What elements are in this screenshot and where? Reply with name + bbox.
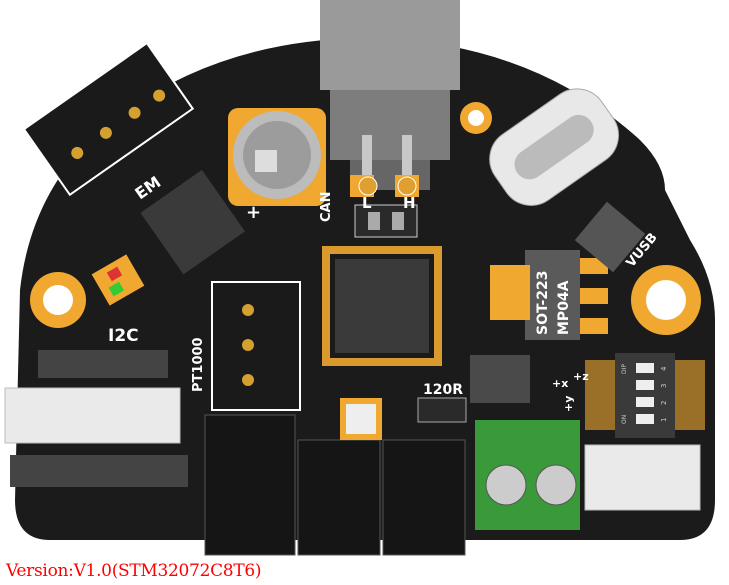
regulator-text-2: MP04A bbox=[556, 280, 572, 335]
regulator: SOT-223 MP04A bbox=[490, 250, 608, 340]
dip-num-1: 1 bbox=[660, 418, 668, 422]
electrolytic-capacitor bbox=[228, 108, 326, 206]
ic-qfn bbox=[140, 169, 245, 275]
label-can-l: L bbox=[362, 194, 372, 212]
pt1000-connector bbox=[211, 281, 301, 411]
label-axis-x: +x bbox=[552, 377, 568, 390]
jst-connector-left bbox=[4, 387, 181, 444]
mounting-hole-left bbox=[30, 272, 86, 328]
label-dip: DIP bbox=[621, 364, 628, 374]
label-can: CAN bbox=[319, 192, 334, 222]
mcu-stm32 bbox=[322, 246, 442, 366]
label-axis-y: +y bbox=[562, 396, 575, 412]
regulator-text-1: SOT-223 bbox=[535, 270, 551, 335]
ic-soic bbox=[470, 355, 530, 403]
label-cap-plus: + bbox=[246, 202, 261, 223]
dip-num-4: 4 bbox=[660, 366, 668, 371]
dip-num-2: 2 bbox=[660, 401, 668, 405]
dip-switch bbox=[585, 353, 705, 438]
label-i2c: I2C bbox=[108, 326, 139, 346]
label-can-h: H bbox=[403, 194, 416, 212]
status-leds bbox=[91, 254, 145, 306]
version-caption: Version:V1.0(STM32072C8T6) bbox=[6, 561, 262, 581]
mounting-hole-top-right bbox=[460, 102, 492, 134]
mounting-hole-right bbox=[631, 265, 701, 335]
usb-c-port bbox=[489, 88, 620, 206]
fan-connector-3 bbox=[382, 439, 466, 556]
pin-header-bottom bbox=[10, 455, 188, 487]
dip-num-3: 3 bbox=[660, 384, 668, 388]
fan-connector-1 bbox=[204, 414, 296, 556]
endstop-connector bbox=[22, 41, 195, 197]
jst-connector-right bbox=[584, 444, 701, 511]
label-pt1000: PT1000 bbox=[191, 337, 206, 392]
i2c-header bbox=[38, 350, 168, 378]
label-axis-z: +z bbox=[573, 370, 589, 383]
fan-connector-2 bbox=[297, 439, 381, 556]
vusb-jumper bbox=[574, 201, 646, 273]
screw-terminal bbox=[475, 420, 580, 530]
can-pads bbox=[350, 175, 419, 238]
label-120r: 120R bbox=[423, 382, 463, 398]
jumper-120r bbox=[417, 397, 467, 423]
label-dip-on: ON bbox=[621, 415, 628, 424]
